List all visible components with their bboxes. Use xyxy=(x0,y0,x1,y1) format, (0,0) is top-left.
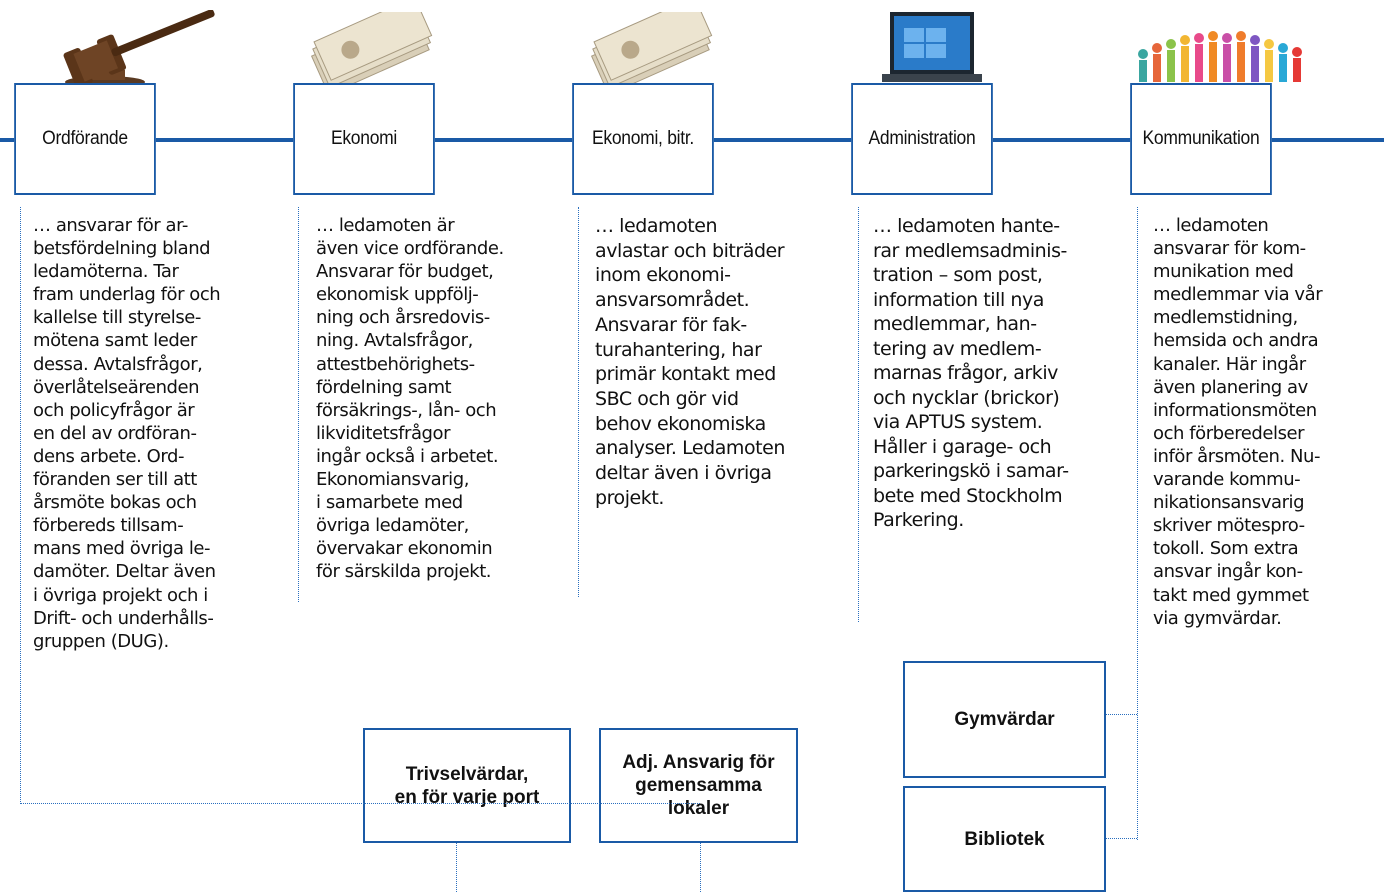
role-title: Ekonomi xyxy=(330,128,398,149)
role-description-administration: … ledamoten hante- rar medlemsadminis- t… xyxy=(873,215,1069,531)
role-description-ekonomi: … ledamoten är även vice ordförande. Ans… xyxy=(316,215,504,583)
role-title: Kommunikation xyxy=(1142,128,1260,149)
role-title: Ordförande xyxy=(42,128,128,149)
gym-connector xyxy=(1106,714,1137,715)
laptop-icon xyxy=(882,12,982,82)
subgroup-gymvardar: Gymvärdar xyxy=(903,661,1106,778)
gavel-icon xyxy=(63,10,215,88)
desc-side-line xyxy=(858,207,859,622)
desc-side-line xyxy=(298,207,299,602)
subgroup-trivselvardar: Trivselvärdar, en för varje port xyxy=(363,728,571,843)
role-description-ordforande: … ansvarar för ar- betsfördelning bland … xyxy=(33,215,221,652)
role-box-ordforande: Ordförande xyxy=(14,83,156,195)
banknotes-icon xyxy=(590,12,713,84)
desc-side-line xyxy=(20,207,21,804)
bibliotek-connector xyxy=(1106,838,1137,839)
trivsel-connector xyxy=(456,843,457,892)
role-title: Ekonomi, bitr. xyxy=(591,128,695,149)
bottom-connector-line xyxy=(20,803,700,804)
role-description-ekonomi-bitr: … ledamoten avlastar och biträder inom e… xyxy=(595,215,785,509)
role-title: Administration xyxy=(868,128,976,149)
subgroup-bibliotek: Bibliotek xyxy=(903,786,1106,892)
people-crowd-icon xyxy=(1138,31,1302,82)
desc-side-line xyxy=(1137,207,1138,840)
subgroup-lokaler: Adj. Ansvarig för gemensamma lokaler xyxy=(599,728,798,843)
role-box-administration: Administration xyxy=(851,83,993,195)
lokaler-connector xyxy=(700,843,701,892)
role-description-kommunikation: … ledamoten ansvarar för kom- munikation… xyxy=(1153,215,1323,629)
banknotes-icon xyxy=(310,12,433,84)
role-box-kommunikation: Kommunikation xyxy=(1130,83,1272,195)
desc-side-line xyxy=(578,207,579,597)
role-box-ekonomi-bitr: Ekonomi, bitr. xyxy=(572,83,714,195)
role-box-ekonomi: Ekonomi xyxy=(293,83,435,195)
